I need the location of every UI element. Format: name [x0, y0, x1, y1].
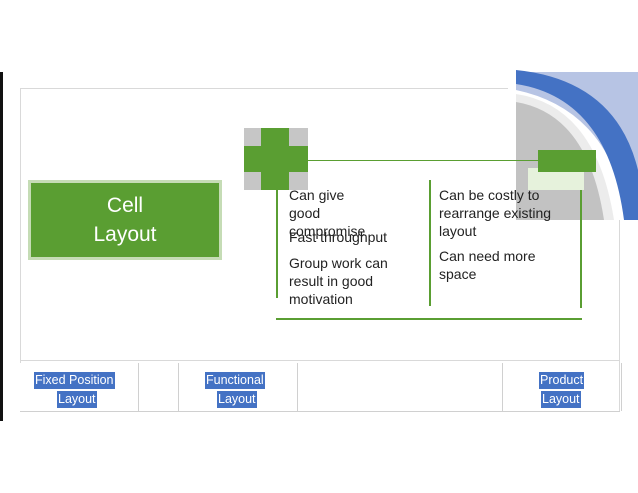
- frame-line-left: [20, 88, 21, 363]
- frame-line-top: [20, 88, 508, 89]
- cell-layout-title-line2: Layout: [93, 223, 157, 246]
- disadvantages-divider: [580, 188, 582, 308]
- minus-shadow: [528, 168, 584, 190]
- tab-fixed-position-layout[interactable]: Fixed Position Layout: [20, 363, 139, 411]
- tab-functional-label-line2[interactable]: Layout: [217, 391, 257, 408]
- advantage-compromise: Can give good compromise: [289, 187, 366, 239]
- plus-icon: [244, 128, 308, 190]
- cell-layout-title-line1: Cell: [106, 194, 144, 217]
- tab-fixed-position-label-line2[interactable]: Layout: [57, 391, 97, 408]
- tab-fixed-position-label-line1[interactable]: Fixed Position: [34, 372, 115, 389]
- left-edge-bar: [0, 72, 3, 421]
- tabs-baseline: [20, 411, 620, 412]
- advantage-throughput: Fast throughput: [289, 229, 388, 245]
- tab-product-layout[interactable]: Product Layout: [502, 363, 622, 411]
- tab-product-label-line1[interactable]: Product: [539, 372, 585, 389]
- disadvantage-cost: Can be costly to rearrange existing layo…: [439, 187, 552, 239]
- frame-line-bottom: [20, 360, 620, 361]
- advantage-motivation: Group work can result in good motivation: [289, 255, 388, 307]
- minus-icon: [538, 150, 596, 172]
- column-divider: [429, 180, 431, 306]
- tab-product-label-line2[interactable]: Layout: [541, 391, 581, 408]
- advantages-divider: [276, 180, 278, 298]
- cell-layout-box: Cell Layout: [28, 180, 222, 260]
- frame-line-right: [619, 200, 620, 412]
- tab-functional-label-line1[interactable]: Functional: [205, 372, 265, 389]
- tab-functional-layout[interactable]: Functional Layout: [178, 363, 298, 411]
- pros-cons-box: [276, 160, 582, 320]
- disadvantage-space: Can need more space: [439, 248, 536, 282]
